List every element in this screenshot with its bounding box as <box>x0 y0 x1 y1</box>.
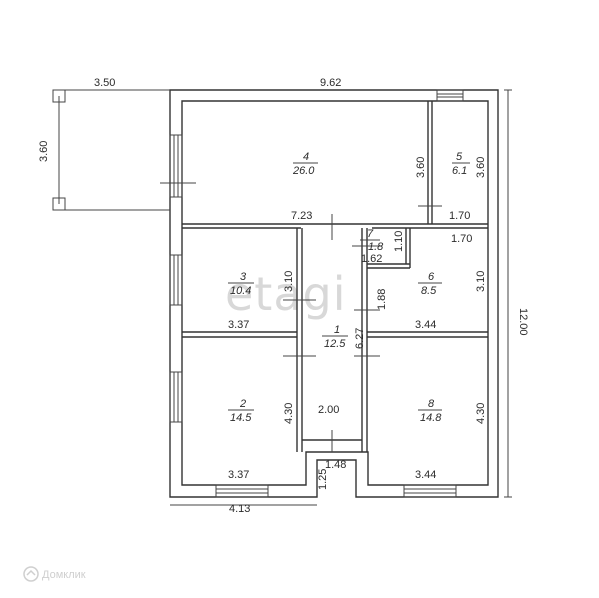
dim-closet-height: 1.88 <box>376 289 388 310</box>
room-height: 3.10 <box>475 271 487 292</box>
room-5: 5 6.1 3.60 1.70 <box>449 151 487 222</box>
room-height: 4.30 <box>475 403 487 424</box>
room-width: 3.44 <box>415 319 436 331</box>
dim-entrance-depth: 1.25 <box>317 469 329 490</box>
room-number: 8 <box>428 398 435 410</box>
dim-corridor-length: 6.27 <box>354 328 366 349</box>
dimension-lines <box>170 89 512 506</box>
room-height: 1.10 <box>393 231 405 252</box>
room-number: 3 <box>240 271 247 283</box>
room-area: 14.8 <box>420 412 442 424</box>
room-4: 4 26.0 3.60 <box>292 151 427 178</box>
room-width: 1.62 <box>361 253 382 265</box>
room-number: 7 <box>367 228 374 240</box>
room-7: 7 1.8 1.62 1.10 <box>360 228 405 265</box>
room-number: 2 <box>239 398 246 410</box>
room-width: 3.37 <box>228 319 249 331</box>
room-area: 1.8 <box>368 241 384 253</box>
room-area: 12.5 <box>324 338 346 350</box>
room-height: 3.60 <box>475 157 487 178</box>
dim-terrace-depth: 3.60 <box>38 141 50 162</box>
room-area: 8.5 <box>421 285 437 297</box>
room-3: 3 10.4 3.10 3.37 <box>228 271 295 331</box>
brand-text: Домклик <box>42 569 86 581</box>
room-area: 14.5 <box>230 412 252 424</box>
room-6: 1.70 6 8.5 3.10 3.44 <box>415 233 487 331</box>
room-height: 4.30 <box>283 403 295 424</box>
room-number: 4 <box>303 151 309 163</box>
room-8: 8 14.8 4.30 3.44 <box>415 398 487 481</box>
dim-terrace-width: 3.50 <box>94 77 115 89</box>
dim-bottom-left: 4.13 <box>229 503 250 515</box>
room-height: 3.10 <box>283 271 295 292</box>
room-top-width: 1.70 <box>451 233 472 245</box>
brand-icon <box>23 566 39 582</box>
room-number: 1 <box>334 324 340 336</box>
brand-logo: Домклик <box>23 566 86 582</box>
room-number: 6 <box>428 271 435 283</box>
dim-corridor-width: 2.00 <box>318 404 339 416</box>
dim-corridor-gap: 7.23 <box>291 210 312 222</box>
room-width: 3.44 <box>415 469 436 481</box>
door-marks <box>160 182 442 452</box>
dim-total-width: 9.62 <box>320 77 341 89</box>
windows <box>169 89 464 498</box>
watermark: etagi <box>225 267 347 321</box>
dim-total-depth: 12.00 <box>517 308 529 336</box>
room-number: 5 <box>456 151 463 163</box>
room-height: 3.60 <box>415 157 427 178</box>
room-width: 3.37 <box>228 469 249 481</box>
room-area: 6.1 <box>452 165 467 177</box>
room-width: 1.70 <box>449 210 470 222</box>
room-1: 1 12.5 <box>322 324 348 350</box>
room-2: 2 14.5 4.30 3.37 <box>228 398 295 481</box>
room-area: 10.4 <box>230 285 251 297</box>
dim-entrance-width: 1.48 <box>325 459 346 471</box>
room-area: 26.0 <box>292 165 315 177</box>
interior-walls <box>182 101 488 452</box>
terrace <box>52 89 170 211</box>
